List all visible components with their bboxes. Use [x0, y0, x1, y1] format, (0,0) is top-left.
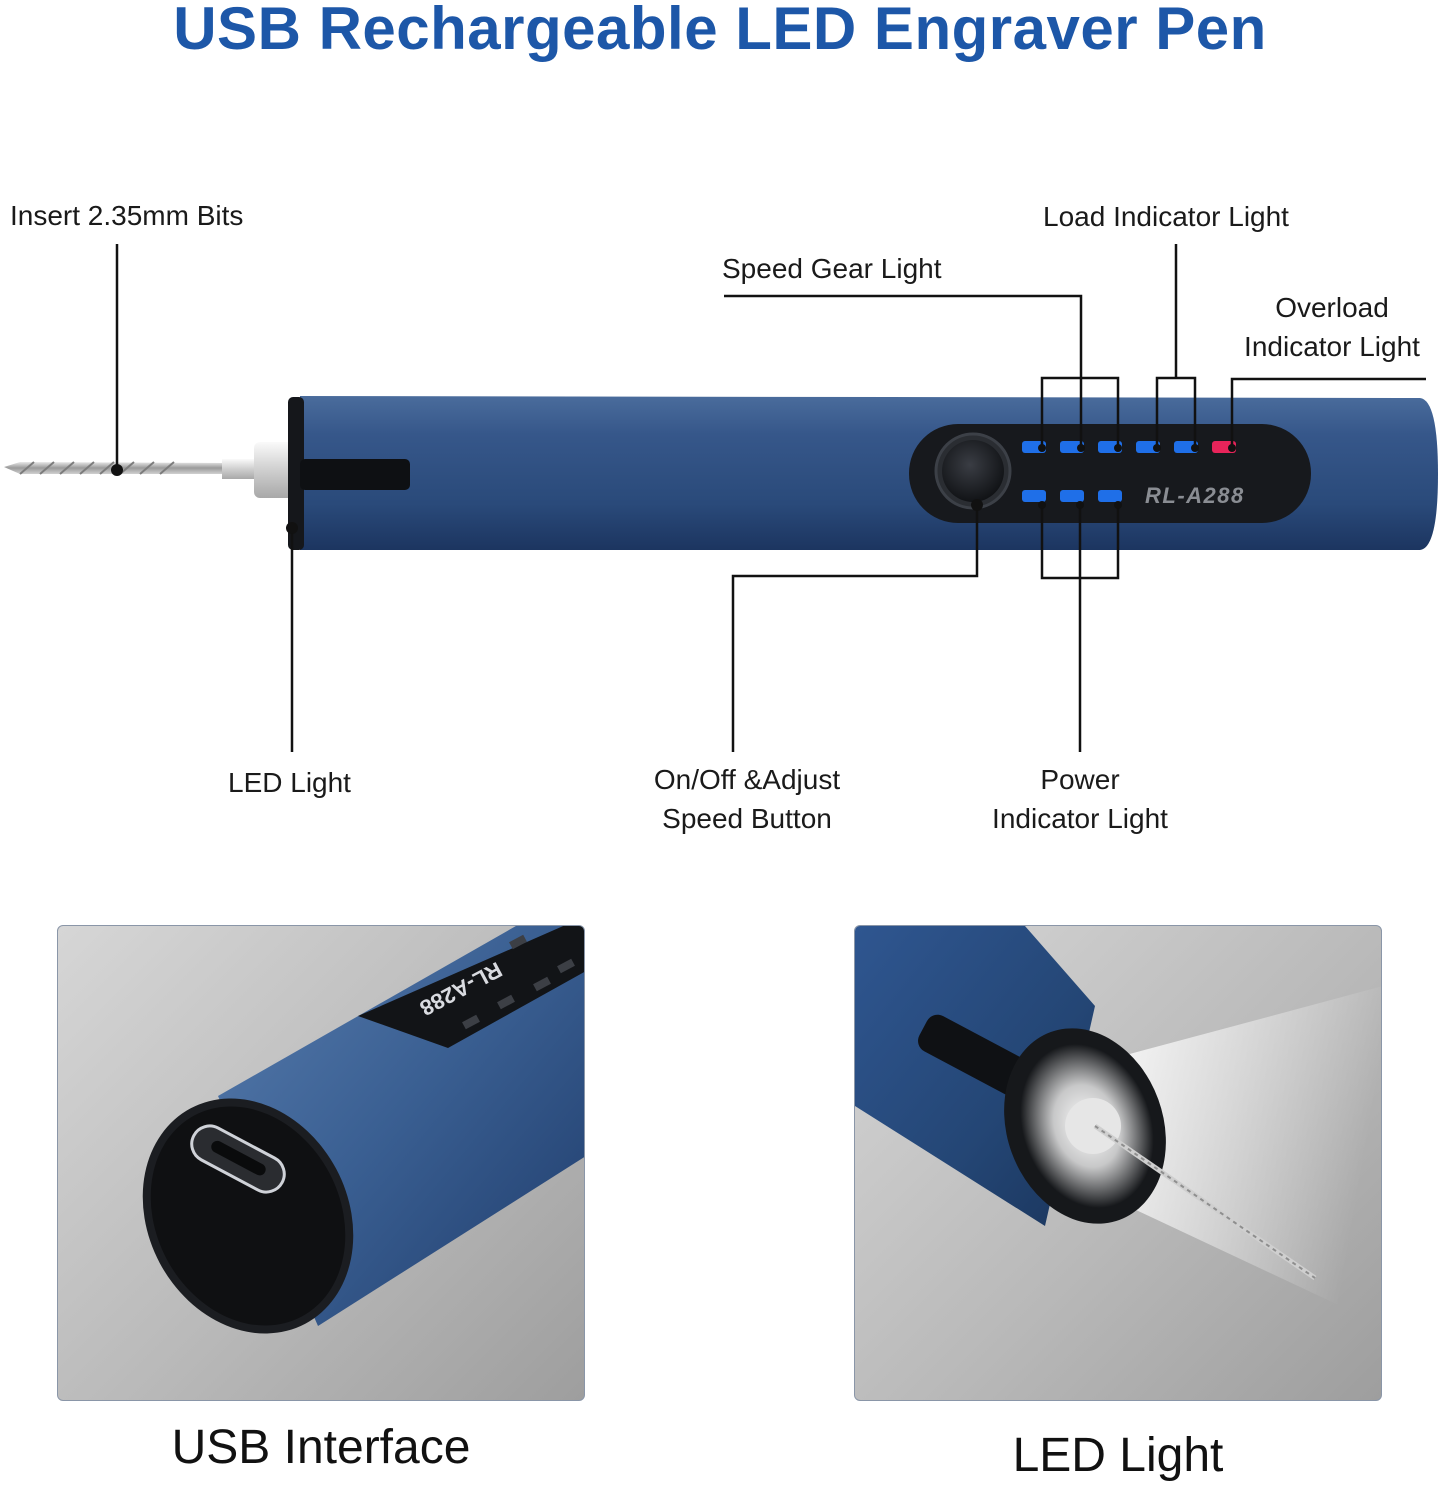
label-load-indicator: Load Indicator Light — [1043, 201, 1289, 232]
led-light-photo — [854, 925, 1382, 1401]
page-title: USB Rechargeable LED Engraver Pen — [173, 0, 1267, 62]
usb-interface-photo: RL-A288 — [57, 925, 585, 1401]
label-overload: Overload Indicator Light — [1232, 288, 1432, 366]
drill-bit — [4, 459, 258, 479]
label-insert-bits: Insert 2.35mm Bits — [10, 200, 244, 231]
label-onoff-line1: On/Off &Adjust — [653, 764, 841, 795]
label-speed-gear: Speed Gear Light — [722, 253, 942, 284]
body-slot — [300, 459, 410, 490]
caption-usb-interface: USB Interface — [171, 1421, 471, 1474]
label-onoff-line2: Speed Button — [662, 803, 832, 834]
pen-diagram: RL-A288 — [4, 244, 1438, 752]
label-overload-line2: Indicator Light — [1244, 331, 1420, 362]
model-text: RL-A288 — [1145, 483, 1245, 508]
leader-dots — [111, 444, 1236, 534]
control-panel: RL-A288 — [909, 424, 1311, 523]
light-beam — [1085, 986, 1381, 1326]
power-button — [942, 440, 1004, 502]
label-led-light: LED Light — [228, 767, 351, 798]
caption-led-light: LED Light — [1012, 1429, 1224, 1482]
speed-gear-leds — [1022, 441, 1122, 453]
label-onoff-button: On/Off &Adjust Speed Button — [636, 760, 858, 838]
label-power-line2: Indicator Light — [992, 803, 1168, 834]
power-leds — [1022, 490, 1122, 502]
label-power-line1: Power — [1040, 764, 1120, 795]
leader-lines — [115, 244, 1426, 752]
label-power-indicator: Power Indicator Light — [970, 760, 1190, 838]
label-overload-line1: Overload — [1275, 292, 1389, 323]
collet — [254, 442, 294, 498]
